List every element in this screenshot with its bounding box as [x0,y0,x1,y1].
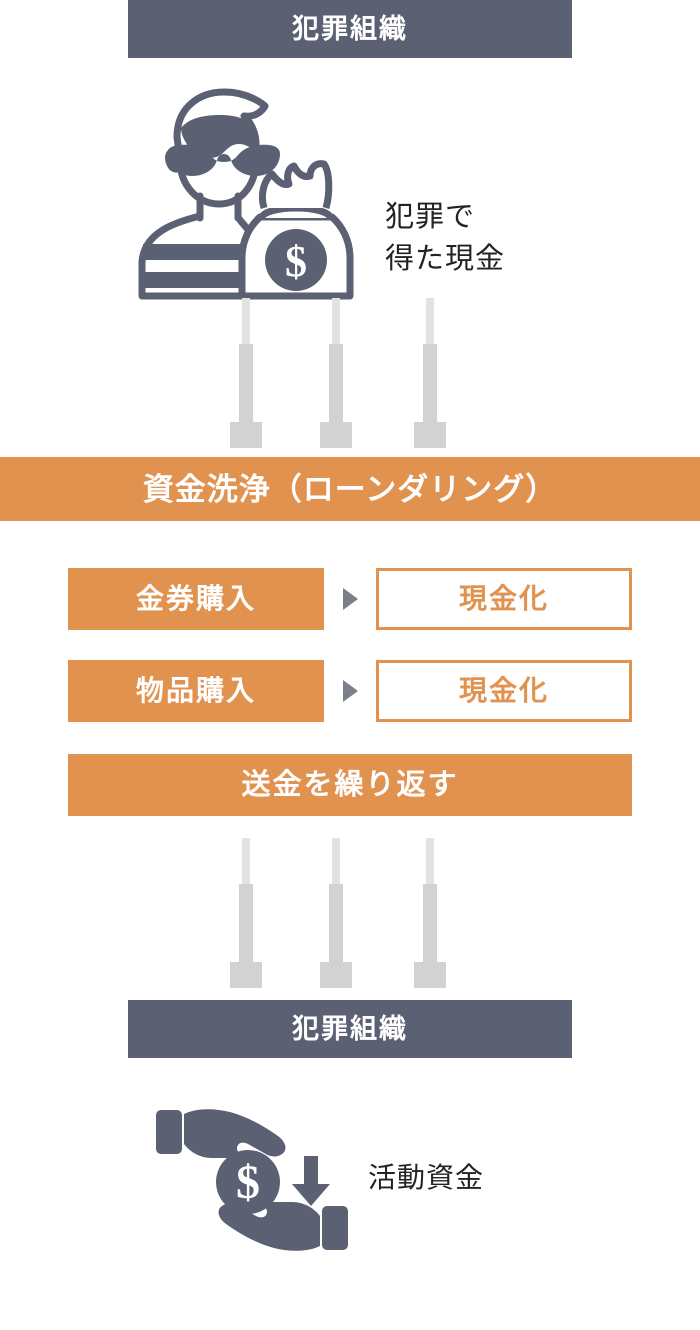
laundering-banner: 資金洗浄（ローンダリング） [0,457,700,521]
triangle-right-shape [342,680,358,702]
arrow-stem-thin [426,838,434,886]
hands-holding-coin-icon: $ [152,1100,352,1265]
method-source-box[interactable]: 物品購入 [68,660,324,722]
arrow-foot [414,962,446,988]
arrow-stem-thick [329,884,343,964]
method-row: 金券購入 現金化 [68,568,632,630]
arrow-stem-thick [239,884,253,964]
triangle-right-shape [342,588,358,610]
arrow-foot [230,422,262,448]
method-target-box[interactable]: 現金化 [376,660,632,722]
triangle-right-icon [324,680,376,702]
arrow-stem-thin [332,298,340,346]
arrow-stem-thick [329,344,343,424]
arrow-stem-thin [426,298,434,346]
repeat-transfer-label: 送金を繰り返す [241,768,459,801]
arrow-stem-thick [423,884,437,964]
arrow-foot [320,422,352,448]
arrow-stem-thin [242,838,250,886]
org-bar-bottom-label: 犯罪組織 [292,1013,408,1044]
arrow-foot [230,962,262,988]
arrow-foot [320,962,352,988]
arrow-stem-thick [239,344,253,424]
arrow-stem-thin [242,298,250,346]
caption-activity-funds: 活動資金 [368,1162,485,1193]
org-bar-top-label: 犯罪組織 [292,13,408,44]
org-bar-top: 犯罪組織 [128,0,572,58]
svg-text:$: $ [285,237,307,286]
arrow-stem-thick [423,344,437,424]
method-source-label: 物品購入 [135,675,256,706]
arrow-stem-thin [332,838,340,886]
method-target-label: 現金化 [458,675,549,706]
arrow-foot [414,422,446,448]
method-source-box[interactable]: 金券購入 [68,568,324,630]
thief-with-money-bag-icon: $ [132,82,362,305]
svg-text:$: $ [236,1156,260,1209]
method-source-label: 金券購入 [135,583,256,614]
method-target-label: 現金化 [458,583,549,614]
method-target-box[interactable]: 現金化 [376,568,632,630]
org-bar-bottom: 犯罪組織 [128,1000,572,1058]
triangle-right-icon [324,588,376,610]
method-row: 物品購入 現金化 [68,660,632,722]
laundering-banner-label: 資金洗浄（ローンダリング） [142,471,558,507]
repeat-transfer-bar[interactable]: 送金を繰り返す [68,754,632,816]
caption-crime-cash: 犯罪で 得た現金 [385,201,506,276]
